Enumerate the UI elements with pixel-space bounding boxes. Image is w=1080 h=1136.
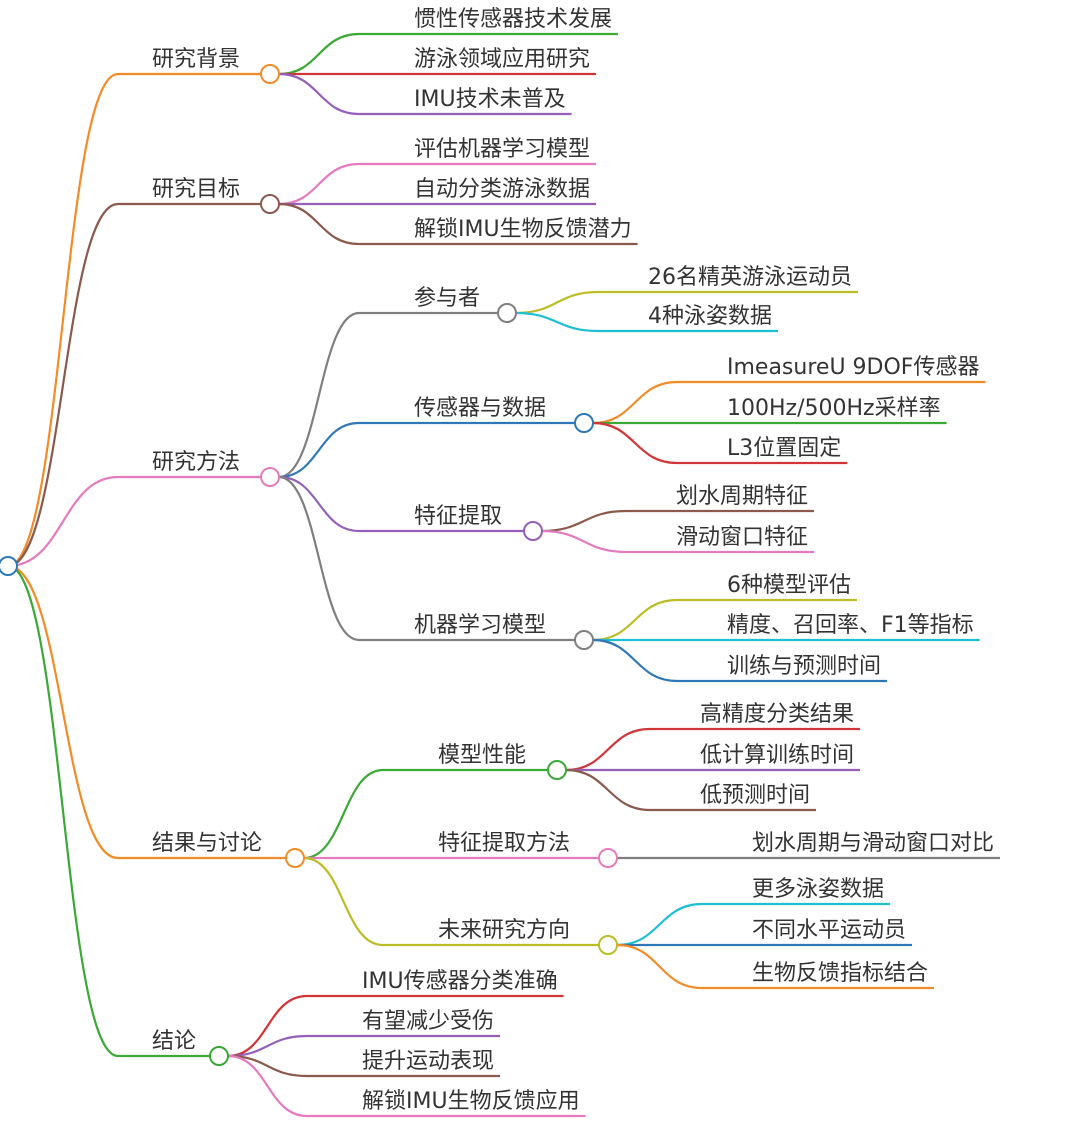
branch-node-1[interactable] — [260, 194, 280, 214]
sub-label-3-2: 未来研究方向 — [438, 918, 570, 943]
leaf-label-2-1-2: L3位置固定 — [727, 436, 841, 461]
edge-3-2-0 — [616, 902, 703, 947]
edge-root-to-0 — [7, 72, 119, 568]
root-node[interactable] — [0, 556, 18, 576]
edge-1-0 — [278, 162, 360, 206]
leaf-label-4-0: IMU传感器分类准确 — [362, 969, 558, 994]
leaf-label-3-2-0: 更多泳姿数据 — [752, 877, 884, 902]
branch-label-2: 研究方法 — [152, 450, 240, 475]
edge-3-0 — [303, 768, 384, 860]
leaf-label-2-0-0: 26名精英游泳运动员 — [648, 265, 852, 290]
leaf-label-3-0-1: 低计算训练时间 — [700, 743, 854, 768]
leaf-label-3-0-0: 高精度分类结果 — [700, 702, 854, 727]
sub-node-3-2[interactable] — [598, 935, 618, 955]
leaf-label-2-2-0: 划水周期特征 — [676, 484, 808, 509]
branch-node-2[interactable] — [260, 467, 280, 487]
edge-root-to-2 — [7, 475, 119, 568]
branch-node-0[interactable] — [260, 64, 280, 84]
edge-2-1 — [278, 421, 360, 479]
leaf-label-2-0-1: 4种泳姿数据 — [648, 304, 772, 329]
edge-2-0-0 — [515, 290, 599, 315]
branch-label-3: 结果与讨论 — [152, 831, 262, 856]
edge-3-2-2 — [616, 943, 703, 990]
branch-label-4: 结论 — [152, 1029, 196, 1054]
leaf-label-4-3: 解锁IMU生物反馈应用 — [362, 1089, 580, 1114]
leaf-label-1-2: 解锁IMU生物反馈潜力 — [414, 217, 632, 242]
edge-2-1-2 — [592, 421, 678, 465]
leaf-label-4-2: 提升运动表现 — [362, 1049, 494, 1074]
leaf-label-2-3-0: 6种模型评估 — [727, 573, 851, 598]
edge-0-2 — [278, 72, 360, 116]
edge-2-2-0 — [541, 509, 627, 533]
branch-node-4[interactable] — [209, 1046, 229, 1066]
leaf-label-2-3-2: 训练与预测时间 — [727, 654, 881, 679]
sub-node-3-1[interactable] — [598, 848, 618, 868]
leaf-label-1-0: 评估机器学习模型 — [414, 137, 590, 162]
sub-label-3-1: 特征提取方法 — [438, 831, 570, 856]
edge-4-0 — [227, 994, 308, 1058]
edge-3-0-2 — [565, 768, 651, 812]
sub-node-3-0[interactable] — [547, 760, 567, 780]
sub-label-3-0: 模型性能 — [438, 743, 526, 768]
sub-node-2-0[interactable] — [497, 303, 517, 323]
sub-label-2-2: 特征提取 — [414, 504, 502, 529]
edge-2-3-2 — [592, 638, 678, 683]
leaf-label-3-2-2: 生物反馈指标结合 — [752, 961, 928, 986]
leaf-label-2-2-1: 滑动窗口特征 — [676, 525, 808, 550]
edge-2-0-1 — [515, 311, 599, 333]
leaf-label-0-0: 惯性传感器技术发展 — [414, 7, 612, 32]
sub-label-2-1: 传感器与数据 — [414, 396, 546, 421]
sub-label-2-3: 机器学习模型 — [414, 613, 546, 638]
sub-node-2-1[interactable] — [574, 413, 594, 433]
leaf-label-3-2-1: 不同水平运动员 — [752, 918, 906, 943]
edge-2-0 — [278, 311, 360, 479]
edge-2-3 — [278, 475, 360, 642]
edge-2-1-0 — [592, 380, 678, 425]
branch-node-3[interactable] — [285, 848, 305, 868]
leaf-label-3-1-0: 划水周期与滑动窗口对比 — [752, 831, 994, 856]
leaf-label-1-1: 自动分类游泳数据 — [414, 177, 590, 202]
edge-2-2 — [278, 475, 360, 533]
sub-node-2-2[interactable] — [523, 521, 543, 541]
edge-0-0 — [278, 32, 360, 76]
leaf-label-3-0-2: 低预测时间 — [700, 783, 810, 808]
branch-label-1: 研究目标 — [152, 177, 240, 202]
edge-4-3 — [227, 1054, 308, 1118]
edge-1-2 — [278, 202, 360, 246]
leaf-label-2-1-0: ImeasureU 9DOF传感器 — [727, 355, 979, 380]
sub-label-2-0: 参与者 — [414, 286, 480, 311]
leaf-label-2-1-1: 100Hz/500Hz采样率 — [727, 396, 941, 421]
edge-2-2-1 — [541, 529, 627, 554]
edge-4-1 — [227, 1034, 308, 1058]
edge-root-to-4 — [7, 564, 119, 1058]
leaf-label-2-3-1: 精度、召回率、F1等指标 — [727, 613, 974, 638]
leaf-label-0-2: IMU技术未普及 — [414, 87, 566, 112]
sub-node-2-3[interactable] — [574, 630, 594, 650]
leaf-label-4-1: 有望减少受伤 — [362, 1009, 494, 1034]
branch-label-0: 研究背景 — [152, 47, 240, 72]
edge-root-to-3 — [7, 564, 119, 860]
edge-3-0-0 — [565, 727, 651, 772]
edge-3-2 — [303, 856, 384, 947]
leaf-label-0-1: 游泳领域应用研究 — [414, 47, 590, 72]
edge-2-3-0 — [592, 598, 678, 642]
edge-root-to-1 — [7, 202, 119, 568]
